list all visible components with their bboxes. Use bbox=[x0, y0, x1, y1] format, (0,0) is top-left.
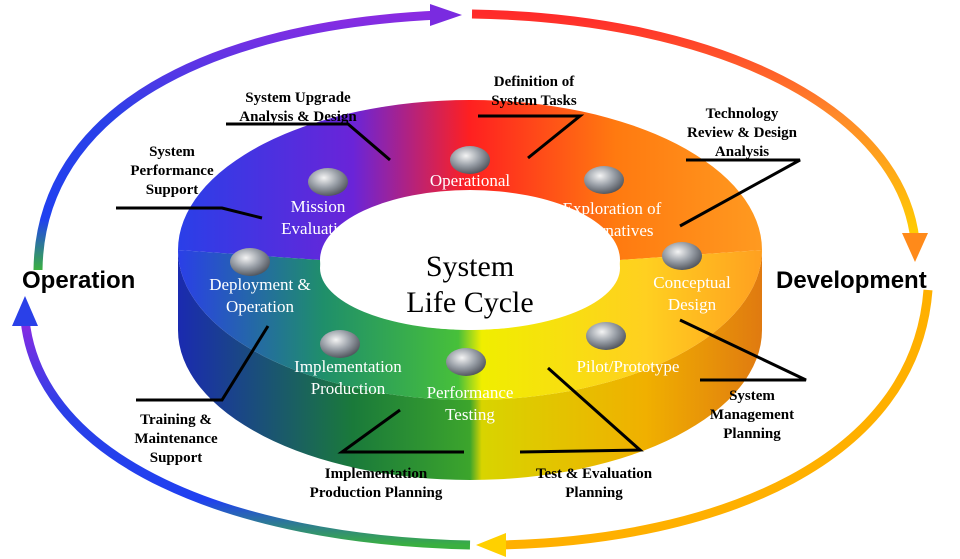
stage-label: Pilot/Prototype bbox=[577, 357, 680, 376]
arrow-top-to-development bbox=[471, 9, 920, 241]
arrow-development-to-bottom bbox=[499, 289, 933, 550]
arrowhead-bottom-left-icon bbox=[476, 533, 506, 557]
cycle-arrows bbox=[12, 4, 933, 557]
phase-development-label: Development bbox=[776, 267, 927, 294]
stage-label: Deployment &Operation bbox=[209, 275, 311, 316]
dome-icon bbox=[662, 242, 702, 270]
arrow-bottom-to-operation bbox=[20, 319, 471, 550]
arrow-operation-to-top bbox=[33, 10, 441, 271]
dome-icon bbox=[586, 322, 626, 350]
phase-operation-label: Operation bbox=[22, 267, 135, 294]
callout-pointers bbox=[116, 114, 807, 454]
dome-icon bbox=[230, 248, 270, 276]
dome-icon bbox=[450, 146, 490, 174]
arrowhead-left-up-icon bbox=[12, 296, 38, 326]
dome-icon bbox=[320, 330, 360, 358]
arrowhead-right-down-icon bbox=[902, 233, 928, 262]
ring-hole bbox=[320, 206, 620, 330]
ring bbox=[178, 100, 762, 480]
dome-icon bbox=[446, 348, 486, 376]
stage-domes bbox=[230, 146, 702, 376]
ring-top-upper bbox=[178, 100, 762, 260]
ring-top-lower bbox=[178, 250, 762, 400]
arrowhead-top-right-icon bbox=[430, 4, 462, 26]
ring-side bbox=[178, 250, 762, 480]
dome-icon bbox=[308, 168, 348, 196]
dome-icon bbox=[584, 166, 624, 194]
